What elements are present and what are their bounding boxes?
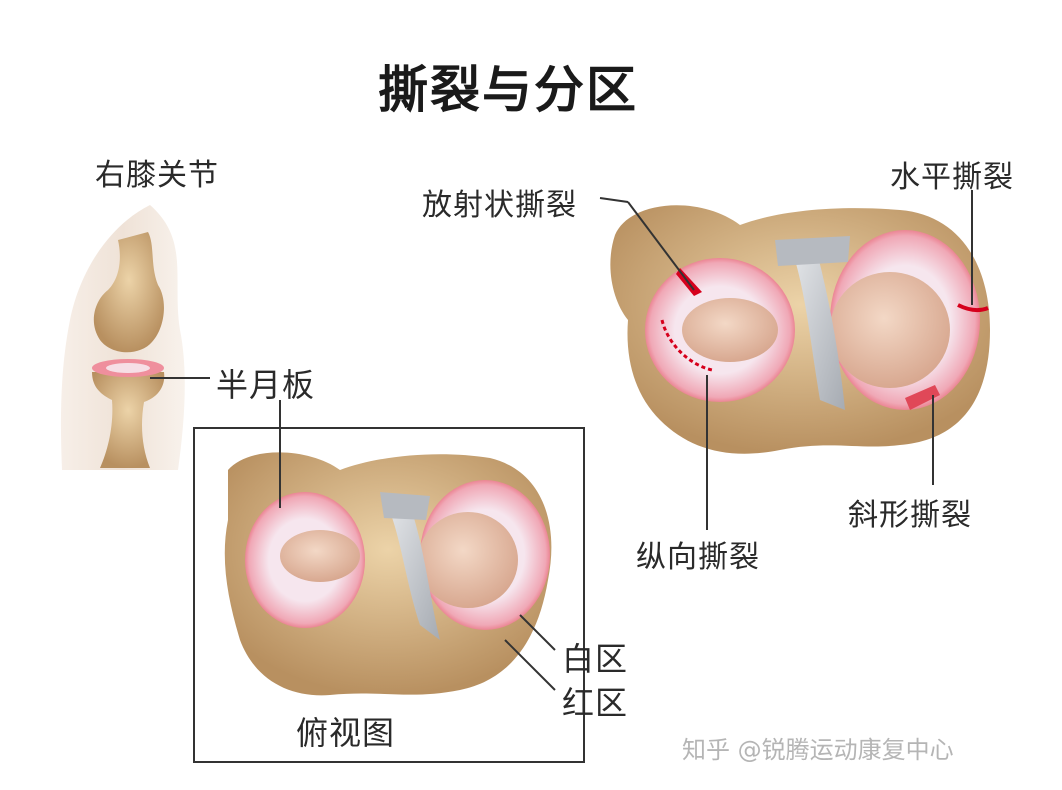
tear-ligament-band	[775, 236, 850, 266]
label-right-knee: 右膝关节	[95, 158, 219, 193]
medial-cartilage	[280, 530, 360, 582]
ligament-band	[380, 492, 430, 520]
label-longitudinal-tear: 纵向撕裂	[636, 540, 760, 575]
knee-meniscus-inner	[106, 363, 150, 373]
label-horizontal-tear: 水平撕裂	[890, 160, 1014, 195]
tear-lateral-cartilage	[830, 272, 950, 388]
horizontal-tear-mark	[957, 303, 989, 313]
femur	[93, 232, 164, 353]
cruciate-ligament	[385, 500, 440, 640]
label-oblique-tear: 斜形撕裂	[848, 498, 972, 533]
radial-tear-leader-2	[627, 201, 695, 291]
label-top-view: 俯视图	[296, 714, 396, 752]
label-radial-tear: 放射状撕裂	[422, 188, 577, 223]
longitudinal-tear-mark	[660, 319, 713, 372]
tear-meniscus	[610, 205, 990, 454]
tear-ligament	[790, 245, 845, 410]
label-white-zone: 白区	[562, 640, 629, 678]
label-red-zone: 红区	[562, 684, 629, 722]
top-view-frame	[193, 427, 585, 763]
watermark: 知乎 @锐腾运动康复中心	[682, 736, 954, 764]
white-zone-leader	[519, 614, 556, 651]
top-view-meniscus	[224, 452, 552, 696]
tibia	[92, 372, 165, 468]
tear-medial-cartilage	[682, 298, 778, 362]
red-zone-leader	[504, 639, 556, 691]
diagram-title: 撕裂与分区	[378, 61, 638, 119]
lateral-cartilage	[418, 512, 518, 608]
oblique-tear-mark	[905, 385, 940, 410]
label-meniscus: 半月板	[216, 366, 316, 404]
right-knee-illustration	[60, 205, 185, 470]
radial-tear-leader-1	[599, 197, 629, 203]
